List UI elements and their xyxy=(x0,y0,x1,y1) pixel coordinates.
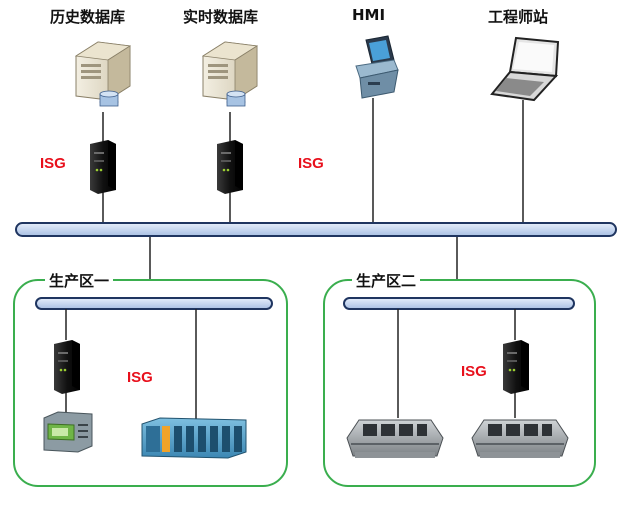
isg-label: ISG xyxy=(298,155,324,172)
historian-label: 历史数据库 xyxy=(50,8,126,26)
historian-server-icon xyxy=(75,41,131,107)
isg-gateway-icon xyxy=(503,340,529,394)
top-connectors xyxy=(102,98,524,281)
operator-console-icon xyxy=(471,419,569,459)
zone-1-frame xyxy=(13,279,288,487)
hmi-terminal-icon xyxy=(355,35,399,99)
isg-gateway-icon xyxy=(90,140,116,194)
isg-gateway-icon xyxy=(217,140,243,194)
plc-rack-icon xyxy=(141,417,247,459)
zone-1-label: 生产区一 xyxy=(45,270,114,291)
operator-console-icon xyxy=(346,419,444,459)
zone-2-bus xyxy=(343,297,575,310)
realtime-server-icon xyxy=(202,41,258,107)
isg-label: ISG xyxy=(40,155,66,172)
realtime-label: 实时数据库 xyxy=(183,8,259,26)
main-network-bus xyxy=(15,222,617,237)
plc-icon xyxy=(43,411,93,453)
zone-connectors xyxy=(65,309,516,420)
zone-2-frame xyxy=(323,279,596,487)
isg-gateway-icon xyxy=(54,340,80,394)
zone-1-bus xyxy=(35,297,273,310)
hmi-label: HMI xyxy=(352,6,386,24)
engineering-station-label: 工程师站 xyxy=(488,8,549,26)
isg-label: ISG xyxy=(127,369,153,386)
isg-label: ISG xyxy=(461,363,487,380)
laptop-icon xyxy=(490,36,560,102)
zone-2-label: 生产区二 xyxy=(352,270,421,291)
